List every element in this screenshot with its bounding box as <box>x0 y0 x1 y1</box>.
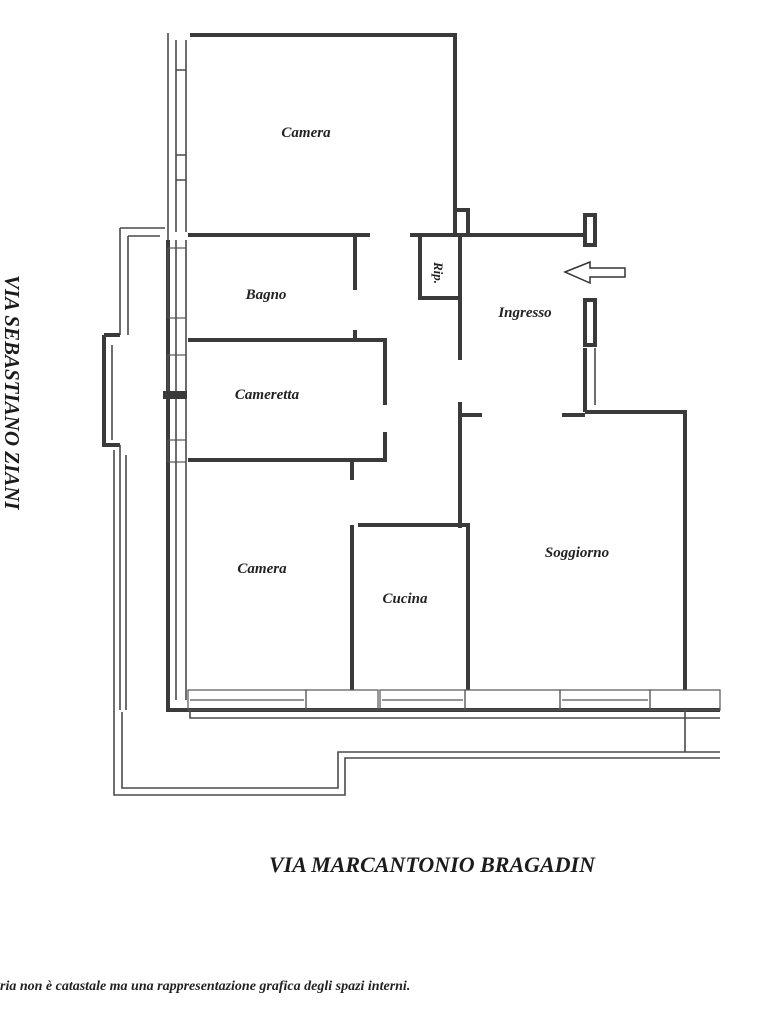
left-windows <box>163 247 187 463</box>
street-label-left: VIA SEBASTIANO ZIANI <box>0 275 24 510</box>
room-label-cameretta: Cameretta <box>235 387 300 403</box>
room-label-cucina: Cucina <box>382 591 428 607</box>
room-label-soggiorno: Soggiorno <box>545 545 609 561</box>
street-label-bottom: VIA MARCANTONIO BRAGADIN <box>269 852 596 877</box>
interior-walls <box>188 233 585 690</box>
room-label-ripostiglio: Rip. <box>431 261 446 284</box>
arrow-left-icon <box>563 260 626 285</box>
room-label-camera-bottom: Camera <box>237 561 287 577</box>
disclaimer-text: ria non è catastale ma una rappresentazi… <box>0 979 410 994</box>
room-label-ingresso: Ingresso <box>497 305 551 321</box>
room-label-camera-top: Camera <box>281 125 331 141</box>
room-label-bagno: Bagno <box>245 287 287 303</box>
bottom-windows <box>187 689 721 711</box>
exterior-walls <box>102 33 720 796</box>
